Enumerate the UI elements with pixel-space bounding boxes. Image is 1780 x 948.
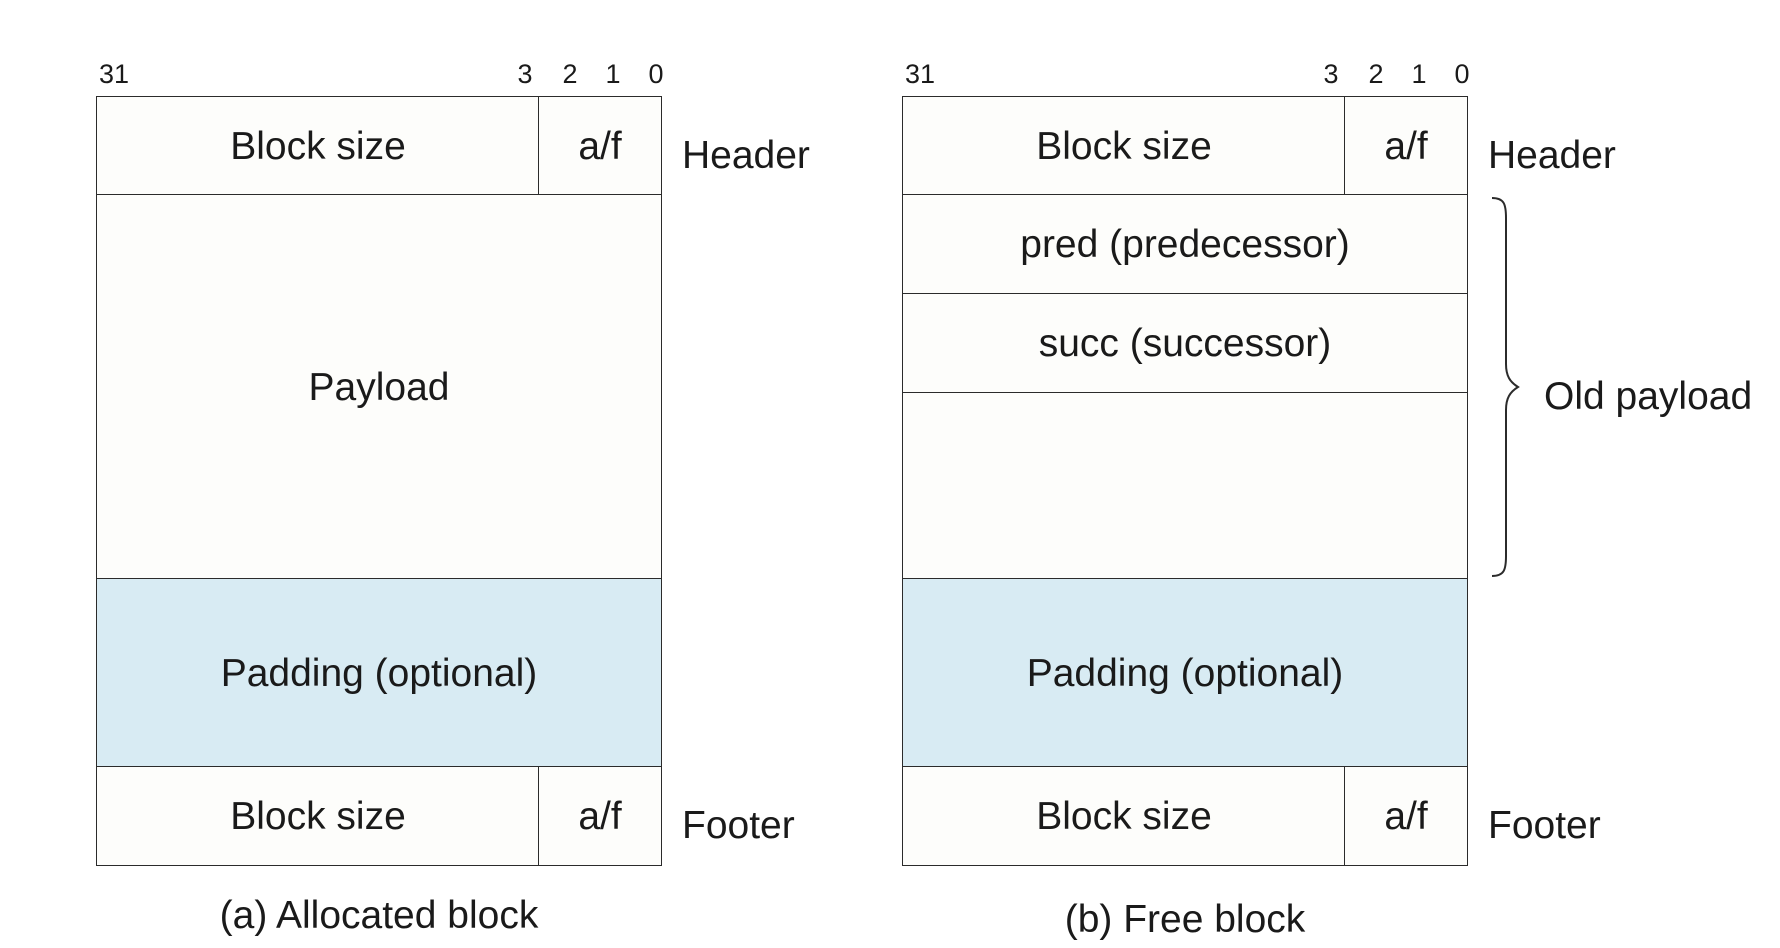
header-block-size-text: Block size xyxy=(1036,124,1212,168)
pred-text: pred (predecessor) xyxy=(1020,223,1350,266)
header-flag-text: a/f xyxy=(1384,124,1428,168)
old-payload-label: Old payload xyxy=(1544,375,1753,418)
footer-flag-text: a/f xyxy=(578,794,622,838)
footer-flag-text: a/f xyxy=(1384,794,1428,838)
header-label: Header xyxy=(1488,134,1616,177)
bit-label-0: 0 xyxy=(648,59,664,89)
caption-allocated-block: (a) Allocated block xyxy=(219,894,539,937)
bit-label-3: 3 xyxy=(1323,59,1339,89)
payload-cell: Payload xyxy=(96,194,662,580)
caption-free-block: (b) Free block xyxy=(1064,898,1306,941)
succ-text: succ (successor) xyxy=(1038,322,1332,365)
bit-label-1: 1 xyxy=(605,59,621,89)
footer-flag-cell: a/f xyxy=(538,766,662,866)
footer-label: Footer xyxy=(682,804,795,847)
footer-flag-cell: a/f xyxy=(1344,766,1468,866)
bit-label-31: 31 xyxy=(904,59,936,89)
padding-text: Padding (optional) xyxy=(220,651,538,695)
footer-block-size-text: Block size xyxy=(230,794,406,838)
bit-label-0: 0 xyxy=(1454,59,1470,89)
padding-cell: Padding (optional) xyxy=(96,578,662,768)
old-payload-remainder-cell xyxy=(902,392,1468,580)
pred-cell: pred (predecessor) xyxy=(902,194,1468,295)
padding-text: Padding (optional) xyxy=(1026,651,1344,695)
bit-label-31: 31 xyxy=(98,59,130,89)
bit-label-1: 1 xyxy=(1411,59,1427,89)
footer-label: Footer xyxy=(1488,804,1601,847)
header-block-size-cell: Block size xyxy=(96,96,540,196)
header-block-size-cell: Block size xyxy=(902,96,1346,196)
footer-block-size-text: Block size xyxy=(1036,794,1212,838)
padding-cell: Padding (optional) xyxy=(902,578,1468,768)
bit-label-2: 2 xyxy=(562,59,578,89)
header-block-size-text: Block size xyxy=(230,124,406,168)
header-flag-text: a/f xyxy=(578,124,622,168)
footer-block-size-cell: Block size xyxy=(902,766,1346,866)
old-payload-brace-icon xyxy=(1491,197,1520,577)
header-flag-cell: a/f xyxy=(538,96,662,196)
bit-label-2: 2 xyxy=(1368,59,1384,89)
payload-text: Payload xyxy=(308,365,450,409)
footer-block-size-cell: Block size xyxy=(96,766,540,866)
header-flag-cell: a/f xyxy=(1344,96,1468,196)
succ-cell: succ (successor) xyxy=(902,293,1468,394)
bit-label-3: 3 xyxy=(517,59,533,89)
header-label: Header xyxy=(682,134,810,177)
